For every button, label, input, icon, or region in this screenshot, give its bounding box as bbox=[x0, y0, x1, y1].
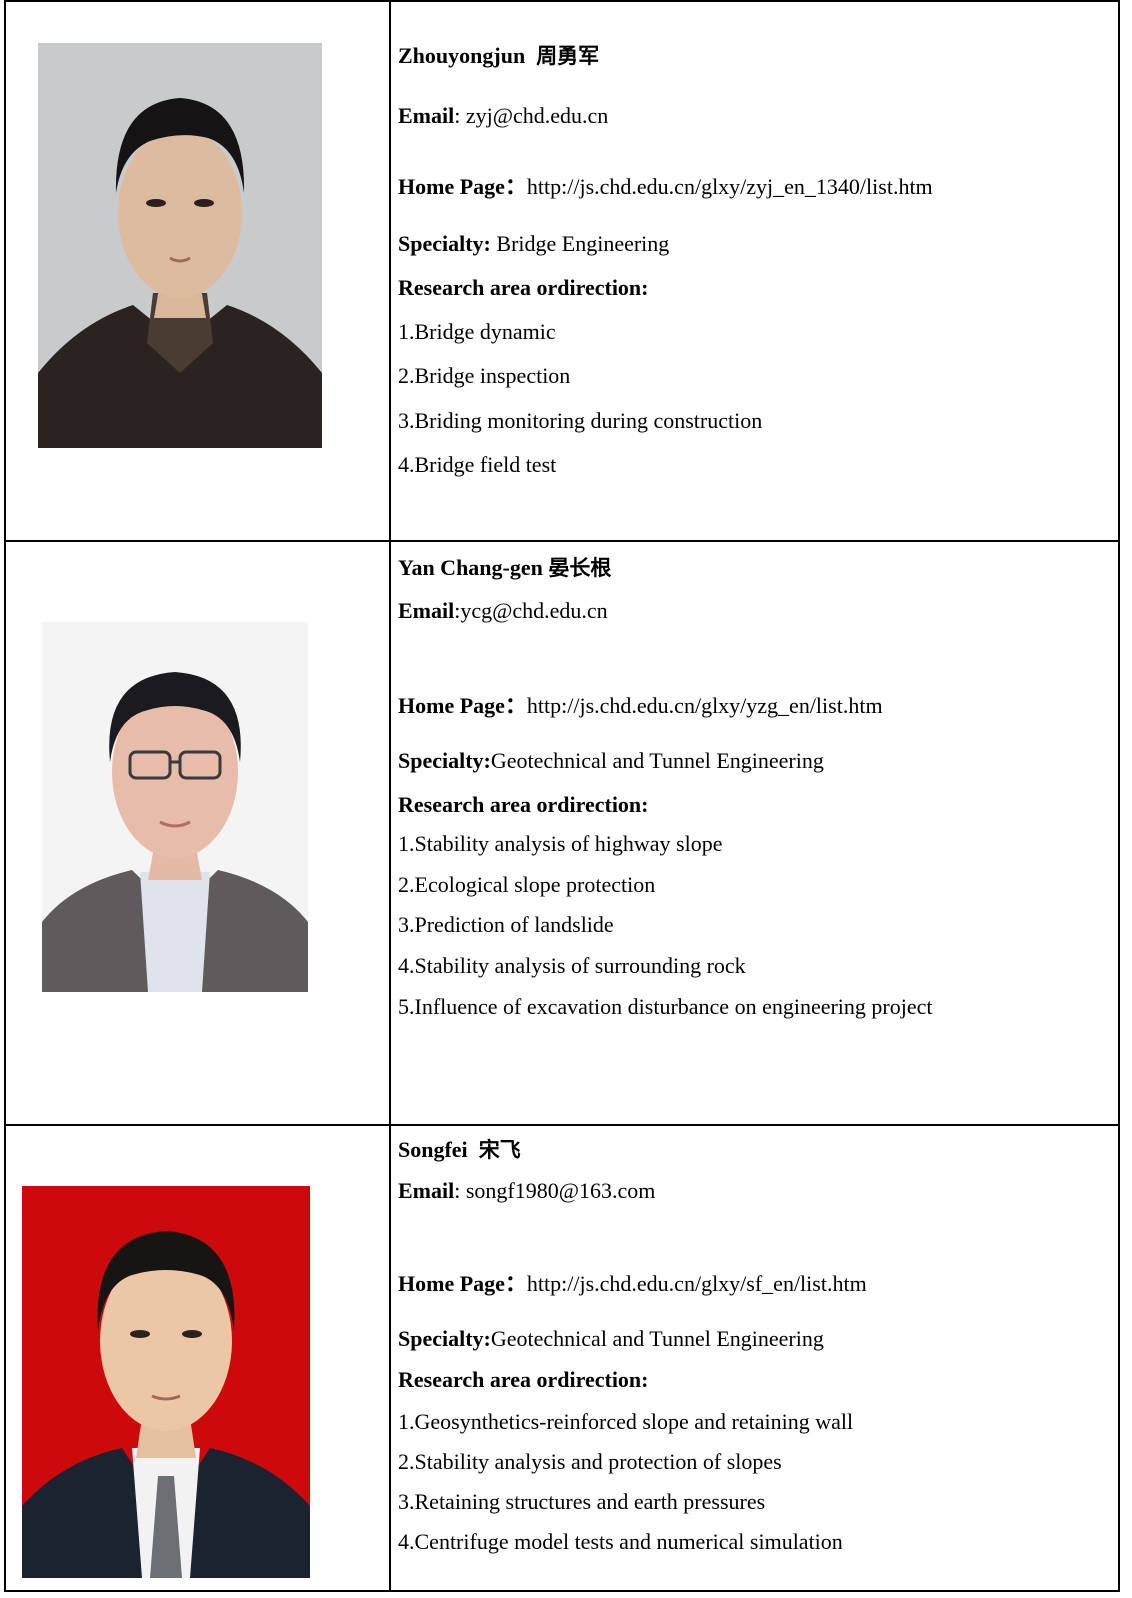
research-item: 4.Centrifuge model tests and numerical s… bbox=[398, 1529, 843, 1554]
home-page-label: Home Page： bbox=[398, 174, 527, 199]
research-heading: Research area ordirection: bbox=[398, 1367, 649, 1392]
profile-name-cn: 周勇军 bbox=[536, 44, 600, 68]
research-item: 3.Retaining structures and earth pressur… bbox=[398, 1489, 766, 1514]
email-value[interactable]: : songf1980@163.com bbox=[454, 1178, 656, 1203]
home-page-link[interactable]: http://js.chd.edu.cn/glxy/yzg_en/list.ht… bbox=[526, 693, 883, 718]
home-page-link[interactable]: http://js.chd.edu.cn/glxy/zyj_en_1340/li… bbox=[526, 174, 933, 199]
specialty-label: Specialty: bbox=[398, 1326, 491, 1351]
portrait-photo bbox=[42, 622, 308, 992]
email-value[interactable]: :ycg@chd.edu.cn bbox=[454, 598, 608, 623]
profile-name-cn: 宋飞 bbox=[478, 1138, 521, 1162]
research-item: 2.Bridge inspection bbox=[398, 363, 571, 388]
research-item: 4.Bridge field test bbox=[398, 452, 557, 477]
portrait-photo bbox=[38, 43, 322, 448]
research-item: 5.Influence of excavation disturbance on… bbox=[398, 994, 933, 1019]
email-label: Email bbox=[398, 598, 455, 623]
profile-info: Zhouyongjun 周勇军 Email: zyj@chd.edu.cn Ho… bbox=[398, 2, 1110, 540]
research-item: 4.Stability analysis of surrounding rock bbox=[398, 953, 746, 978]
profile-name-cn: 晏长根 bbox=[548, 556, 612, 580]
research-item: 1.Stability analysis of highway slope bbox=[398, 831, 723, 856]
specialty-label: Specialty: bbox=[398, 748, 491, 773]
faculty-table: Zhouyongjun 周勇军 Email: zyj@chd.edu.cn Ho… bbox=[4, 0, 1120, 1592]
email-label: Email bbox=[398, 1178, 455, 1203]
specialty-value: Bridge Engineering bbox=[490, 231, 670, 256]
specialty-label: Specialty: bbox=[398, 231, 491, 256]
research-item: 1.Geosynthetics-reinforced slope and ret… bbox=[398, 1409, 854, 1434]
table-row: Zhouyongjun 周勇军 Email: zyj@chd.edu.cn Ho… bbox=[6, 2, 1118, 540]
profile-info: Songfei 宋飞 Email: songf1980@163.com Home… bbox=[398, 1126, 1110, 1594]
research-item: 3.Prediction of landslide bbox=[398, 912, 614, 937]
research-heading: Research area ordirection: bbox=[398, 275, 649, 300]
profile-name: Songfei bbox=[398, 1137, 468, 1162]
profile-info: Yan Chang-gen 晏长根 Email:ycg@chd.edu.cn H… bbox=[398, 542, 1110, 1124]
email-value[interactable]: : zyj@chd.edu.cn bbox=[454, 103, 609, 128]
research-heading: Research area ordirection: bbox=[398, 792, 649, 817]
profile-name: Yan Chang-gen bbox=[398, 555, 543, 580]
home-page-link[interactable]: http://js.chd.edu.cn/glxy/sf_en/list.htm bbox=[526, 1271, 867, 1296]
specialty-value: Geotechnical and Tunnel Engineering bbox=[490, 1326, 824, 1351]
profile-name: Zhouyongjun bbox=[398, 43, 526, 68]
email-label: Email bbox=[398, 103, 455, 128]
research-item: 2.Stability analysis and protection of s… bbox=[398, 1449, 782, 1474]
row-divider bbox=[6, 540, 1118, 542]
home-page-label: Home Page： bbox=[398, 693, 527, 718]
home-page-label: Home Page： bbox=[398, 1271, 527, 1296]
research-item: 3.Briding monitoring during construction bbox=[398, 408, 763, 433]
research-item: 1.Bridge dynamic bbox=[398, 319, 556, 344]
portrait-photo bbox=[22, 1186, 310, 1578]
specialty-value: Geotechnical and Tunnel Engineering bbox=[490, 748, 824, 773]
research-item: 2.Ecological slope protection bbox=[398, 872, 656, 897]
row-divider bbox=[6, 1124, 1118, 1126]
table-row: Songfei 宋飞 Email: songf1980@163.com Home… bbox=[6, 1126, 1118, 1594]
column-divider bbox=[389, 2, 391, 1590]
table-row: Yan Chang-gen 晏长根 Email:ycg@chd.edu.cn H… bbox=[6, 542, 1118, 1124]
